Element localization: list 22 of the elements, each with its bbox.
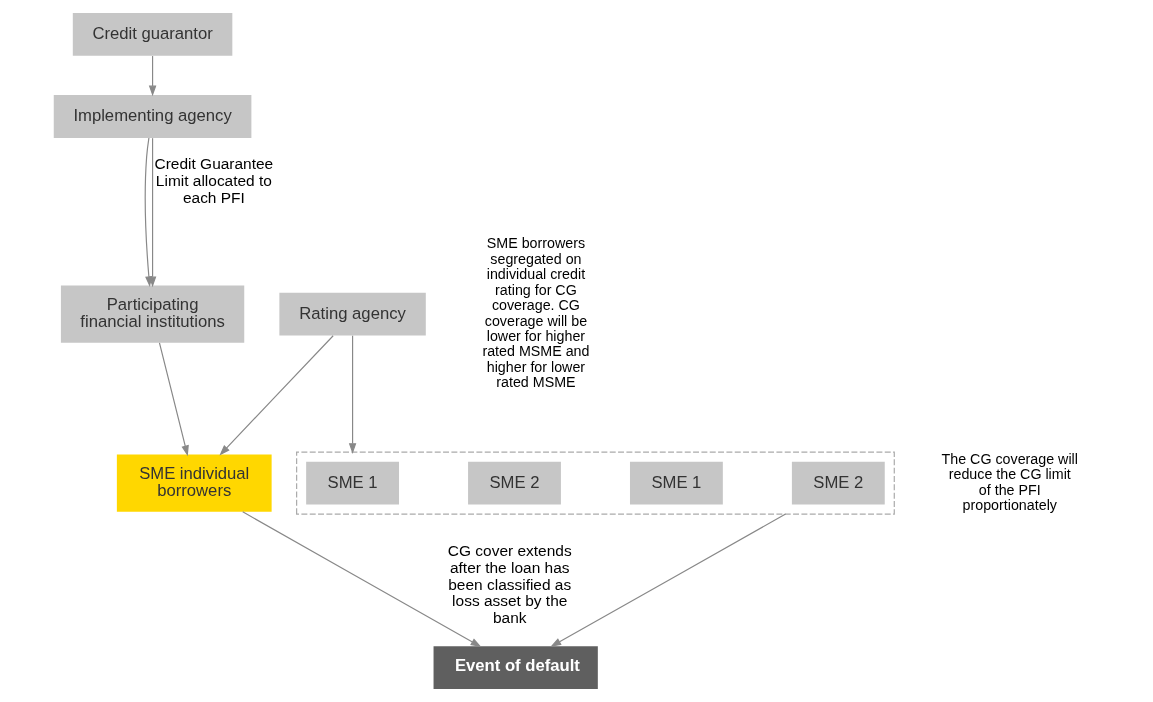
- label: The CG coverage will reduce the CG limit of the PFI proportionately: [941, 450, 1078, 514]
- node-box: SME 1: [629, 461, 723, 505]
- arrow: [218, 335, 334, 456]
- edge-label: CG cover extends after the loan has been classified as loss asset by the bank: [447, 542, 572, 626]
- node-box: Rating agency: [278, 292, 426, 336]
- arrow: [148, 137, 156, 288]
- cluster: [295, 451, 895, 515]
- arrow: [148, 55, 156, 97]
- label: SME borrowers segregated on individual credit rating for CG coverage. CG coverage will be lower for higher rated MSME and higher for lower rated MSME: [481, 235, 589, 391]
- arrow: [158, 342, 189, 457]
- node-box: Credit guarantor: [72, 12, 232, 56]
- node-box: Event of default: [433, 646, 598, 690]
- arrow: [549, 513, 786, 647]
- node-box: SME 1: [305, 461, 399, 505]
- node-box: SME 2: [467, 461, 561, 505]
- arrow: [348, 335, 356, 454]
- node-box: Implementing agency: [53, 95, 251, 138]
- arrow: [241, 511, 481, 648]
- node-box: SME individual borrowers: [116, 454, 272, 512]
- node-box: Participating financial institutions: [60, 285, 244, 343]
- node-box: SME 2: [791, 461, 885, 505]
- edge-label: Credit Guarantee Limit allocated to each PFI: [154, 155, 273, 206]
